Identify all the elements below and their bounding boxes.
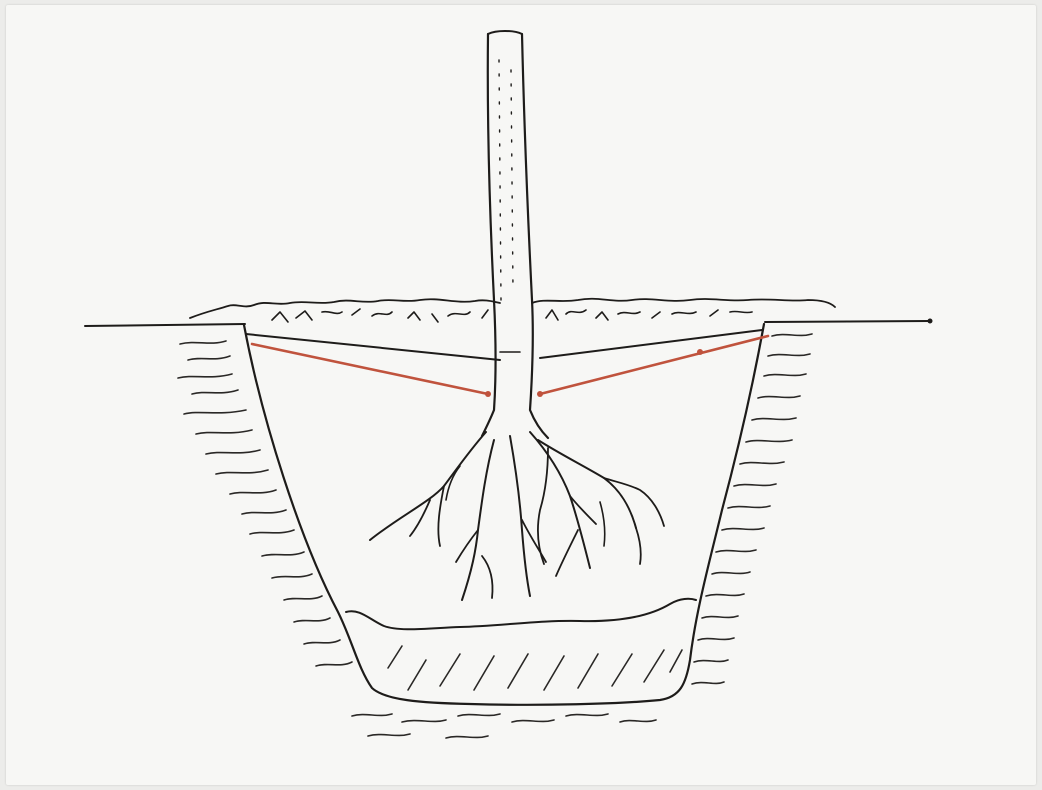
tree-trunk-icon — [482, 31, 548, 438]
gravel-layer-icon — [346, 599, 696, 690]
depth-arrow-icon — [252, 336, 768, 397]
left-soil-hatching — [178, 341, 352, 666]
planting-hole-icon — [244, 324, 764, 705]
bottom-soil-hatching — [352, 714, 656, 738]
ground-line-icon — [85, 319, 933, 327]
root-system-icon — [370, 432, 664, 600]
soil-surface-icon — [190, 299, 835, 322]
planting-level-line — [246, 330, 762, 360]
